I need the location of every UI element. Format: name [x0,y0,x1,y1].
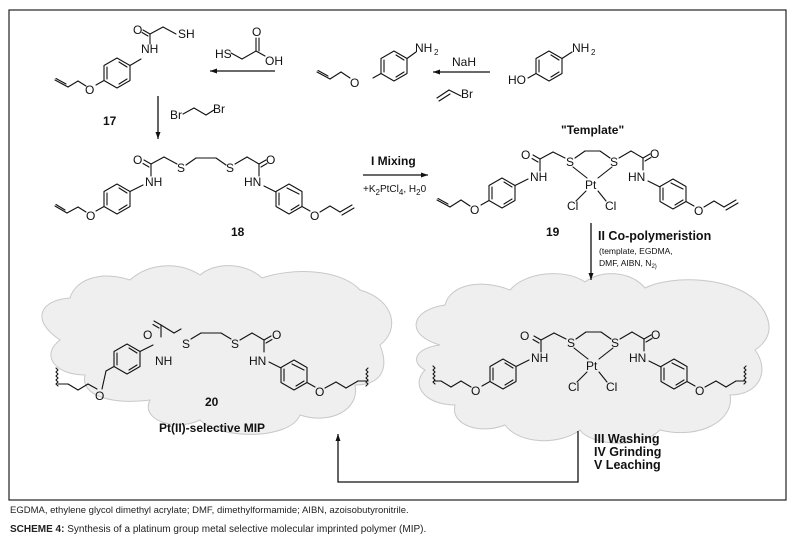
step-copolymerisation-line1: (template, EGDMA, [599,246,673,256]
scheme-frame [8,9,787,501]
svg-text:S: S [182,337,190,351]
caption-text: Synthesis of a platinum group metal sele… [64,524,427,535]
mip-label: Pt(II)-selective MIP [159,421,265,435]
compound-aminophenol: NH 2 HO [508,41,596,87]
svg-text:Br: Br [170,108,182,122]
step-grinding: IV Grinding [594,445,661,459]
svg-text:Cl: Cl [567,199,578,213]
mip-cloud-left [41,265,393,435]
svg-text:O: O [695,384,704,398]
arrow-leaching-to-mip [335,431,579,483]
svg-text:O: O [694,204,703,218]
svg-text:O: O [252,25,261,39]
scheme-caption: SCHEME 4: Synthesis of a platinum group … [10,524,426,535]
compound-label-20: 20 [205,395,219,409]
abbreviations-footnote: EGDMA, ethylene glycol dimethyl acrylate… [10,505,409,516]
svg-text:Cl: Cl [568,380,579,394]
svg-text:O: O [95,389,104,403]
svg-text:HO: HO [508,73,526,87]
caption-label: SCHEME 4: [10,524,65,535]
reagent-thioglycolic-acid: HS O OH [215,25,283,68]
step-copolymerisation-line2: DMF, AIBN, N2) [599,258,657,270]
compound-17: NH O SH O 17 [54,23,195,128]
mip-cloud-right [415,273,770,444]
svg-text:O: O [471,384,480,398]
step-mixing-reagents: +K2PtCl4, H20 [363,184,427,197]
svg-text:HN: HN [628,170,645,184]
svg-text:NH: NH [415,41,432,55]
svg-text:S: S [610,155,618,169]
svg-text:HN: HN [249,354,266,368]
svg-text:S: S [226,161,234,175]
svg-text:O: O [350,76,359,90]
reagent-nah: NaH [452,55,476,69]
svg-text:S: S [231,337,239,351]
svg-text:O: O [520,329,529,343]
svg-text:O: O [650,147,659,161]
svg-text:O: O [266,153,275,167]
svg-text:OH: OH [265,54,283,68]
svg-text:2: 2 [591,48,596,57]
svg-text:S: S [567,336,575,350]
svg-text:O: O [86,209,95,223]
svg-text:O: O [310,209,319,223]
svg-text:Pt: Pt [585,178,597,192]
compound-19: "Template" NH O S S Pt Cl Cl O HN [436,123,739,239]
svg-text:NH: NH [145,175,162,189]
svg-text:O: O [133,23,142,37]
svg-text:O: O [470,203,479,217]
compound-20: NH O S S O HN O O [55,320,369,435]
svg-text:Cl: Cl [606,380,617,394]
svg-text:O: O [85,83,94,97]
svg-text:NH: NH [531,351,548,365]
svg-text:O: O [272,328,281,342]
template-title: "Template" [561,123,624,137]
svg-text:HN: HN [244,175,261,189]
svg-text:SH: SH [178,27,195,41]
svg-text:S: S [177,161,185,175]
svg-text:NH: NH [155,354,172,368]
compound-label-17: 17 [103,114,117,128]
svg-text:Pt: Pt [586,359,598,373]
svg-text:HS: HS [215,47,232,61]
svg-text:Cl: Cl [605,199,616,213]
svg-text:NH: NH [530,170,547,184]
svg-text:O: O [315,385,324,399]
svg-text:O: O [143,328,152,342]
reagent-allyl-bromide: Br [436,87,473,102]
svg-text:2: 2 [434,48,439,57]
reagent-dibromoethane: Br Br [170,102,225,122]
svg-text:NH: NH [572,41,589,55]
step-copolymerisation-title: II Co-polymeristion [598,229,711,243]
compound-label-18: 18 [231,225,245,239]
svg-text:HN: HN [629,351,646,365]
svg-text:S: S [566,155,574,169]
compound-label-19: 19 [546,225,560,239]
compound-18: NH O S S O HN O O [54,153,355,239]
step-leaching: V Leaching [594,458,661,472]
step-washing: III Washing [594,432,660,446]
svg-text:O: O [651,328,660,342]
svg-text:Br: Br [213,102,225,116]
compound-allyloxyaniline: NH 2 O [316,41,439,90]
svg-text:O: O [133,153,142,167]
svg-text:Br: Br [461,87,473,101]
svg-text:NH: NH [141,42,158,56]
compound-imprinted-pt-complex: NH O S S Pt Cl Cl O HN O [432,328,747,398]
svg-text:S: S [611,336,619,350]
svg-text:O: O [521,148,530,162]
step-mixing-title: I Mixing [371,154,416,168]
